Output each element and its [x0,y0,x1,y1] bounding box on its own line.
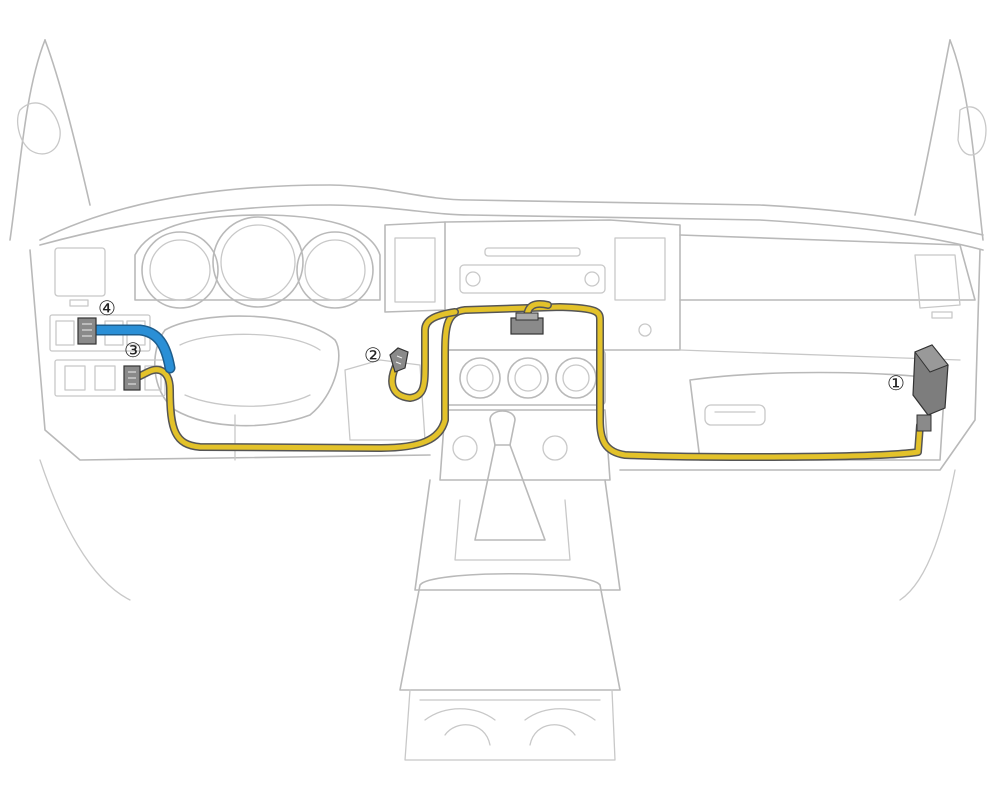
blue-harness [91,326,174,372]
callout-1: ① [887,371,905,395]
yellow-branch-2 [389,309,458,401]
yellow-harness [137,304,923,460]
callout-2: ② [364,343,382,367]
connector-2 [389,347,409,373]
callout-3: ③ [124,338,142,362]
callout-4: ④ [98,296,116,320]
components [77,312,949,432]
dashboard-line-art [9,39,987,761]
callout-labels: ① ② ③ ④ [98,296,905,395]
connector-4 [77,317,97,345]
module-plug-1 [916,414,932,432]
